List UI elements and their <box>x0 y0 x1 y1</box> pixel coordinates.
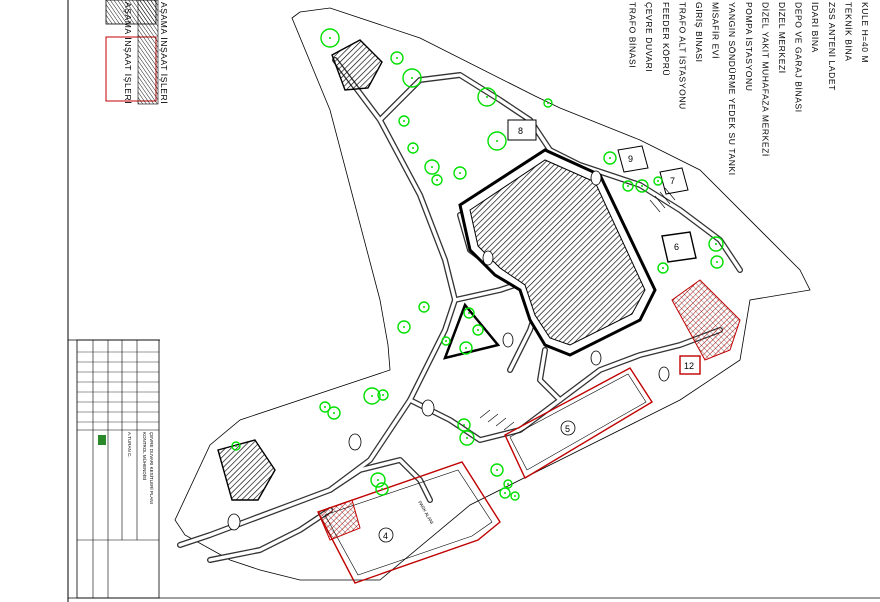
tree-icon <box>459 341 473 355</box>
tree-icon <box>603 151 617 165</box>
tree-icon <box>418 301 430 313</box>
legend-item: MİSAFİR EVİ <box>711 2 721 59</box>
legend-item: DİZEL MERKEZİ <box>777 2 787 74</box>
building-6: 6 <box>661 231 697 263</box>
tree-icon <box>710 255 724 269</box>
zone-5: 5 <box>504 367 653 479</box>
tree-icon <box>510 491 520 501</box>
tree-icon <box>370 472 386 488</box>
legend-hatch-swatch-2 <box>137 0 159 105</box>
building-12: 12 <box>679 355 701 375</box>
legend-item: FEEDER KÖPRÜ <box>661 2 671 76</box>
tree-icon <box>398 115 410 127</box>
tree-icon <box>622 180 634 192</box>
road-markers <box>227 170 670 531</box>
red-hatched-block <box>671 279 741 361</box>
tree-icon <box>543 98 553 108</box>
hatch-label-2: AŞAMA İNŞAAT İŞLERİ <box>123 2 133 104</box>
tree-icon <box>375 482 389 496</box>
tree-icon <box>503 479 513 489</box>
title-block: ÇEVRE DUVARI KESİTLERİ PLANI KONTROL MÜH… <box>67 0 880 602</box>
tree-icon <box>327 406 341 420</box>
tree-icon <box>407 142 419 154</box>
tree-icon <box>390 51 404 65</box>
tree-icon <box>424 159 440 175</box>
legend-item: POMPA İSTASYONU <box>744 2 754 91</box>
legend-items: KULE H=40 M TEKNİK BİNA ZSS ANTENİ LADET İD… <box>628 2 870 176</box>
legend-item: TRAFO ALT İSTASYONU <box>677 2 687 110</box>
tree-icon <box>472 324 484 336</box>
tree-icon <box>635 179 649 193</box>
tree-icon <box>459 430 475 446</box>
legend-item: DEPO VE GARAJ BİNASI <box>794 2 804 113</box>
title-line-1: ÇEVRE DUVARI KESİTLERİ PLANI <box>149 432 155 504</box>
tree-icon <box>463 307 475 319</box>
svg-text:7: 7 <box>670 176 675 186</box>
tree-icon <box>708 236 724 252</box>
hatched-building-southwest <box>217 439 276 501</box>
tree-icon <box>363 387 381 405</box>
tree-icon <box>377 389 389 401</box>
tree-icon <box>402 68 422 88</box>
building-9: 9 <box>617 145 649 173</box>
title-line-3: A.TURAN C. <box>127 432 132 458</box>
legend-item: ZSS ANTENİ LADET <box>827 2 837 91</box>
svg-text:12: 12 <box>684 361 694 371</box>
tree-icon <box>431 174 443 186</box>
building-7: 7 <box>659 167 689 195</box>
svg-text:9: 9 <box>628 154 633 164</box>
tree-icon <box>319 401 331 413</box>
hatch-label-1: AŞAMA İNŞAAT İŞLERİ <box>159 2 169 104</box>
tree-icon <box>397 320 411 334</box>
legend: AŞAMA İNŞAAT İŞLERİ AŞAMA İNŞAAT İŞLERİ … <box>105 0 870 176</box>
svg-text:5: 5 <box>565 424 570 434</box>
tree-icon <box>231 441 241 451</box>
tree-icon <box>453 166 467 180</box>
legend-item: YANGIN SÖNDÜRME YEDEK SU TANKI <box>727 2 737 176</box>
tree-icon <box>499 487 511 499</box>
tree-icon <box>441 336 451 346</box>
svg-text:8: 8 <box>518 126 523 136</box>
svg-text:6: 6 <box>674 242 679 252</box>
parking-stripes <box>479 187 676 431</box>
tree-icon <box>653 176 663 186</box>
logo-mark <box>98 435 106 445</box>
tree-icon <box>477 87 497 107</box>
tree-icon <box>657 262 669 274</box>
hatched-building-north <box>331 39 383 91</box>
svg-text:4: 4 <box>383 531 388 541</box>
legend-item: TEKNİK BİNA <box>843 2 853 62</box>
trees <box>231 28 724 501</box>
legend-item: GİRİŞ BİNASI <box>694 2 704 63</box>
title-line-2: KONTROL MÜHENDİSİ <box>142 432 148 480</box>
tree-icon <box>487 131 507 151</box>
zone-4: 4 PARK ALANI <box>317 461 501 584</box>
parking-label: PARK ALANI <box>417 500 434 525</box>
main-building <box>458 148 657 357</box>
legend-item: TRAFO BİNASI <box>628 2 638 68</box>
tree-icon <box>320 28 340 48</box>
legend-item: KULE H=40 M <box>860 2 870 63</box>
legend-item: İDARİ BİNA <box>810 2 820 53</box>
building-8: 8 <box>507 119 537 141</box>
legend-item: ÇEVRE DUVARI <box>644 2 654 72</box>
legend-item: DİZEL YAKIT MUHAFAZA MERKEZİ <box>760 2 770 157</box>
tree-icon <box>490 463 504 477</box>
